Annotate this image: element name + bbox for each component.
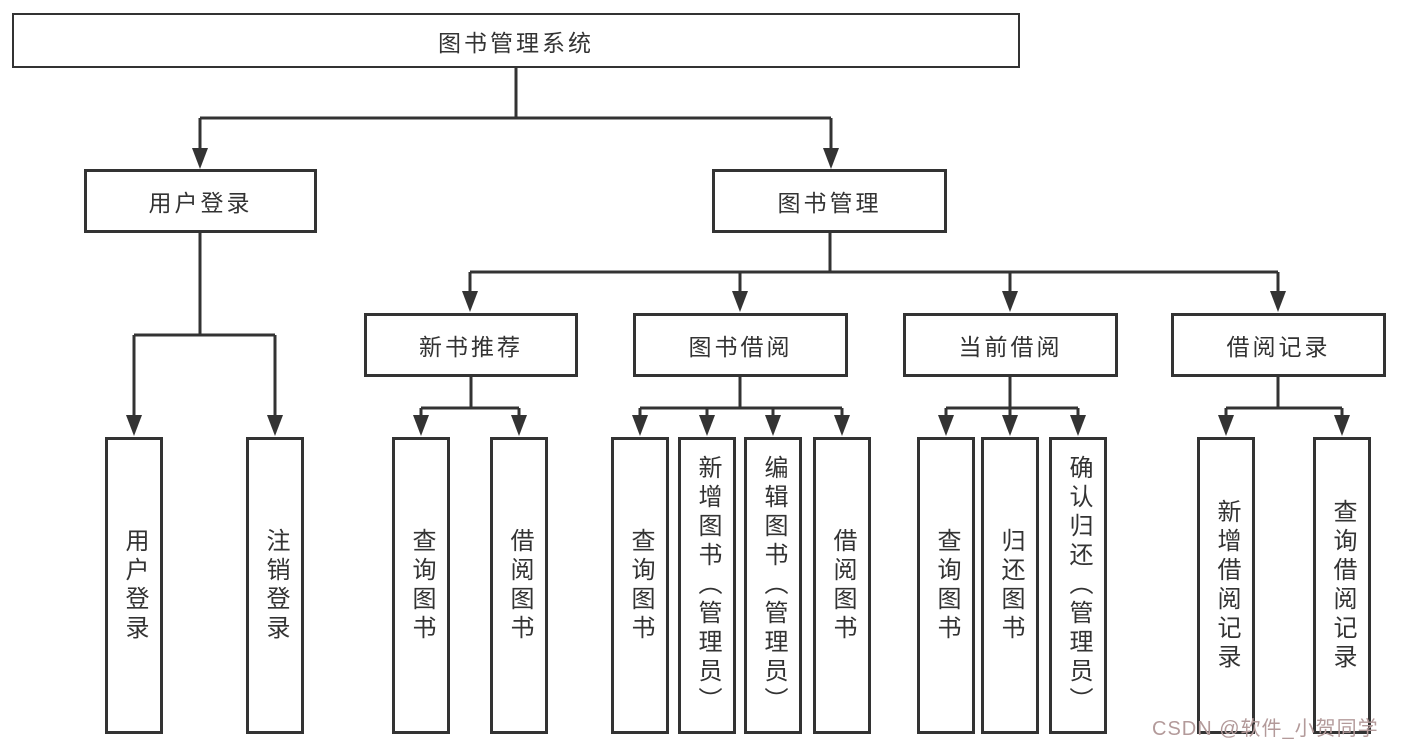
leaf-current-return-books: 归还图书 (981, 437, 1039, 734)
leaf-label: 确认归还（管理员） (1065, 455, 1092, 716)
node-book-management: 图书管理 (712, 169, 947, 233)
leaf-borrowing-query-books: 查询图书 (611, 437, 669, 734)
arrowheads (126, 148, 1350, 436)
leaf-label: 查询图书 (627, 527, 654, 644)
leaf-label: 用户登录 (121, 527, 148, 644)
leaf-label: 查询图书 (408, 527, 435, 644)
node-label: 新书推荐 (419, 334, 523, 360)
node-book-borrowing: 图书借阅 (633, 313, 848, 377)
leaf-logout: 注销登录 (246, 437, 304, 734)
csdn-watermark: CSDN @软件_小贺同学 (1152, 718, 1379, 740)
node-borrowing-records: 借阅记录 (1171, 313, 1386, 377)
node-label: 图书管理 (777, 190, 882, 216)
leaf-label: 查询图书 (933, 527, 960, 644)
leaf-label: 借阅图书 (829, 527, 856, 644)
leaf-records-add-record: 新增借阅记录 (1197, 437, 1255, 734)
leaf-current-confirm-return-admin: 确认归还（管理员） (1049, 437, 1107, 734)
leaf-current-query-books: 查询图书 (917, 437, 975, 734)
leaf-user-login: 用户登录 (105, 437, 163, 734)
leaf-label: 新增图书（管理员） (694, 455, 721, 716)
node-library-system-root: 图书管理系统 (12, 13, 1020, 68)
node-user-login: 用户登录 (84, 169, 317, 233)
leaf-borrowing-borrow-books: 借阅图书 (813, 437, 871, 734)
node-label: 借阅记录 (1226, 334, 1331, 360)
leaf-label: 编辑图书（管理员） (760, 455, 787, 716)
leaf-records-query-record: 查询借阅记录 (1313, 437, 1371, 734)
leaf-label: 新增借阅记录 (1213, 498, 1240, 673)
node-label: 用户登录 (148, 190, 253, 216)
leaf-borrowing-add-books-admin: 新增图书（管理员） (678, 437, 736, 734)
leaf-recommend-query-books: 查询图书 (392, 437, 450, 734)
leaf-label: 归还图书 (997, 527, 1024, 644)
node-label: 图书管理系统 (438, 29, 594, 56)
node-label: 当前借阅 (958, 334, 1063, 360)
leaf-label: 查询借阅记录 (1329, 498, 1356, 673)
leaf-recommend-borrow-books: 借阅图书 (490, 437, 548, 734)
node-current-borrowing: 当前借阅 (903, 313, 1118, 377)
leaf-borrowing-edit-books-admin: 编辑图书（管理员） (744, 437, 802, 734)
leaf-label: 借阅图书 (506, 527, 533, 644)
node-new-book-recommend: 新书推荐 (364, 313, 578, 377)
node-label: 图书借阅 (688, 334, 793, 360)
leaf-label: 注销登录 (262, 527, 289, 644)
